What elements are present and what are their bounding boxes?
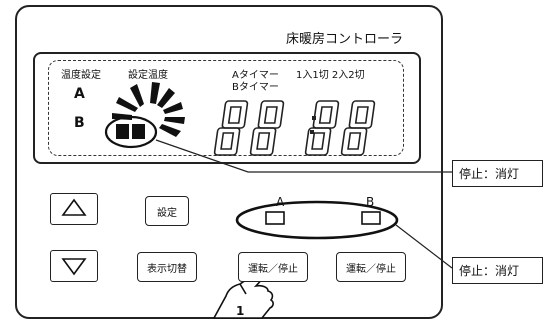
run-stop-a-button[interactable]: 運転／停止 xyxy=(238,252,308,282)
heat-level-icon xyxy=(112,82,185,137)
indicator-a-lamp xyxy=(265,211,285,225)
pointing-hand-icon xyxy=(212,270,274,319)
timer-b-label: Bタイマー xyxy=(232,82,279,93)
setting-temp-label: 設定温度 xyxy=(128,70,168,81)
digit-1 xyxy=(213,100,249,156)
zone-b-block-2 xyxy=(132,124,145,139)
timer-a-label: Aタイマー xyxy=(232,70,279,81)
lcd-display xyxy=(33,52,421,164)
zone-b-block-1 xyxy=(116,124,129,139)
temp-setting-label: 温度設定 xyxy=(61,70,101,81)
callout-indicators-off: 停止：消灯 xyxy=(452,257,543,284)
colon-bottom xyxy=(310,130,314,134)
callout-leader-indicators xyxy=(395,224,453,269)
zone-a-label: A xyxy=(74,86,85,102)
callout-leader-display xyxy=(155,139,452,173)
down-button[interactable] xyxy=(50,250,98,282)
indicator-a-label: A xyxy=(276,195,285,209)
up-button[interactable] xyxy=(50,193,98,225)
run-stop-b-button[interactable]: 運転／停止 xyxy=(336,252,406,282)
timer-mode-label: 1入1切 2入2切 xyxy=(296,70,365,81)
indicator-b-lamp xyxy=(361,211,381,225)
time-digits xyxy=(213,100,376,156)
step-number: 1 xyxy=(236,304,245,318)
indicator-highlight-ring xyxy=(235,200,399,240)
digit-4 xyxy=(340,100,376,156)
callout-display-off: 停止：消灯 xyxy=(452,160,543,187)
display-switch-button[interactable]: 表示切替 xyxy=(137,252,197,282)
zone-b-highlight-ring xyxy=(104,115,158,149)
indicator-b-label: B xyxy=(366,195,375,209)
digit-3 xyxy=(304,100,340,156)
digit-2 xyxy=(249,100,285,156)
colon-top xyxy=(312,116,316,120)
panel-title: 床暖房コントローラ xyxy=(286,32,404,47)
zone-b-label: B xyxy=(74,115,85,131)
settings-button[interactable]: 設定 xyxy=(145,196,189,226)
